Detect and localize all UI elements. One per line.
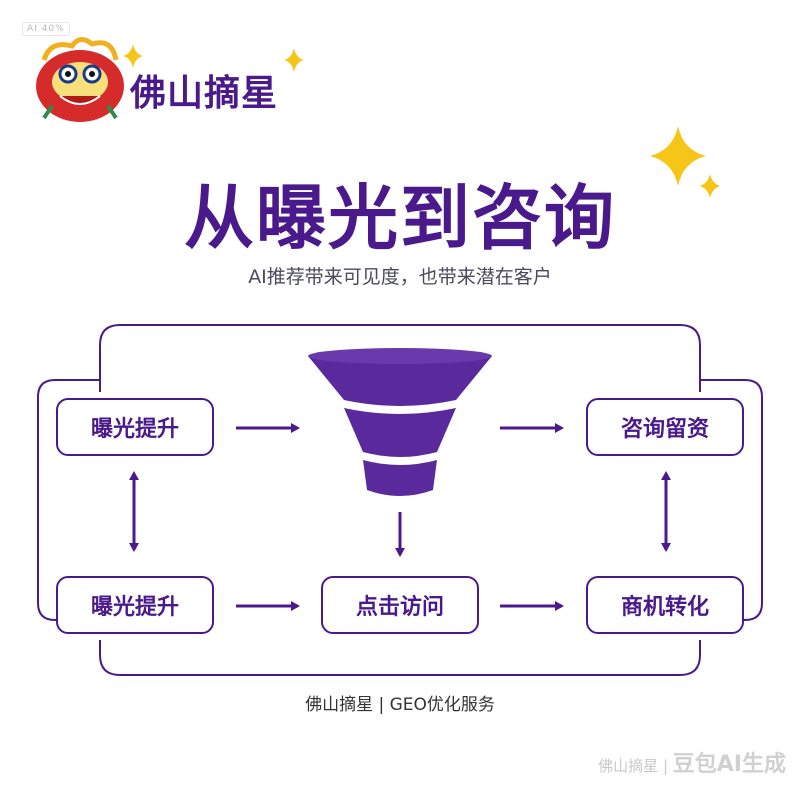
watermark: 佛山摘星 | 豆包AI生成 bbox=[598, 746, 786, 778]
frame-left bbox=[37, 379, 100, 621]
subheadline: AI推荐带来可见度，也带来潜在客户 bbox=[248, 266, 552, 288]
frame-top bbox=[99, 324, 701, 392]
sparkle-icon-large bbox=[650, 126, 706, 186]
frame-right bbox=[700, 379, 763, 621]
sparkle-icon-small-2 bbox=[284, 48, 304, 72]
node-inquiry: 咨询留资 bbox=[586, 398, 744, 456]
sparkle-icon-small-1 bbox=[123, 44, 143, 68]
sparkle-icon-medium bbox=[700, 174, 720, 198]
funnel-icon bbox=[308, 348, 492, 496]
watermark-prefix: 佛山摘星 | bbox=[598, 757, 668, 775]
node-conversion: 商机转化 bbox=[586, 576, 744, 634]
node-click-visit: 点击访问 bbox=[321, 576, 479, 634]
headline: 从曝光到咨询 bbox=[184, 177, 616, 259]
node-exposure-bottom: 曝光提升 bbox=[56, 576, 214, 634]
brand-name: 佛山摘星 bbox=[130, 73, 279, 114]
lion-dance-logo bbox=[36, 37, 124, 122]
frame-bottom bbox=[99, 640, 701, 676]
footer-caption: 佛山摘星 | GEO优化服务 bbox=[305, 695, 495, 715]
watermark-brand: 豆包AI生成 bbox=[672, 752, 786, 777]
corner-tag: AI 40% bbox=[22, 22, 70, 36]
node-exposure-top: 曝光提升 bbox=[56, 398, 214, 456]
